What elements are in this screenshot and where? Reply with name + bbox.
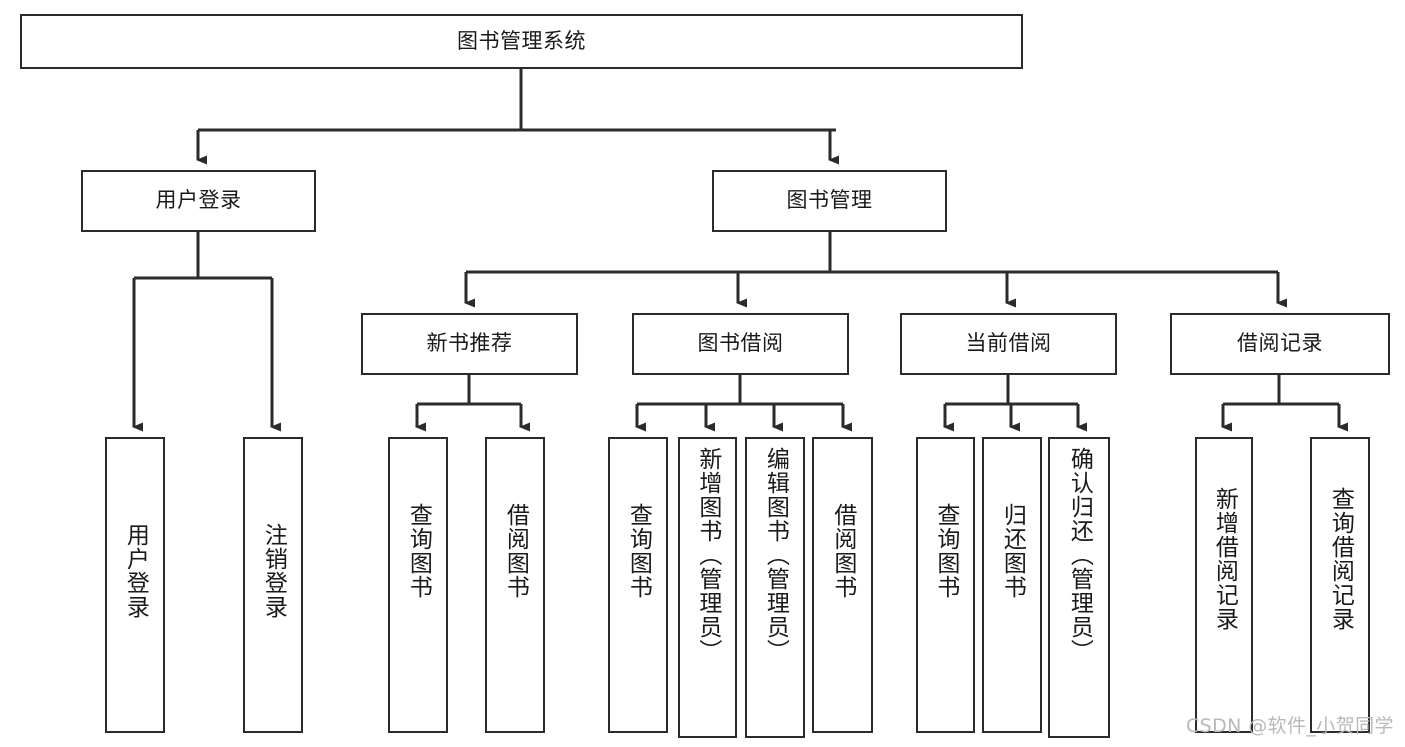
- node-label: 查询图书: [932, 503, 959, 599]
- node-label: 确认归还（管理员）: [1066, 447, 1093, 663]
- node-leaf-return-book[interactable]: 归还图书: [982, 437, 1042, 733]
- node-label: 借阅图书: [502, 503, 529, 599]
- node-leaf-borrow-book-1[interactable]: 借阅图书: [485, 437, 545, 733]
- node-label: 查询图书: [405, 503, 432, 599]
- node-current-borrow[interactable]: 当前借阅: [900, 313, 1117, 375]
- node-label: 新增借阅记录: [1211, 487, 1238, 631]
- node-leaf-confirm-return-admin[interactable]: 确认归还（管理员）: [1048, 437, 1110, 738]
- node-leaf-edit-book-admin[interactable]: 编辑图书（管理员）: [745, 437, 805, 738]
- csdn-watermark: CSDN @软件_小贺同学: [1186, 715, 1394, 737]
- node-leaf-add-book-admin[interactable]: 新增图书（管理员）: [678, 437, 737, 738]
- node-label: 图书管理: [786, 188, 873, 213]
- node-label: 查询借阅记录: [1327, 487, 1354, 631]
- node-label: 新增图书（管理员）: [694, 447, 721, 663]
- node-label: 查询图书: [625, 503, 652, 599]
- node-leaf-user-login[interactable]: 用户登录: [105, 437, 165, 733]
- node-leaf-logout-login[interactable]: 注销登录: [243, 437, 303, 733]
- node-label: 用户登录: [155, 188, 242, 213]
- node-leaf-query-borrow-record[interactable]: 查询借阅记录: [1310, 437, 1370, 733]
- node-user-login[interactable]: 用户登录: [81, 170, 316, 232]
- node-label: 注销登录: [260, 523, 287, 619]
- node-label: 当前借阅: [965, 331, 1052, 356]
- node-label: 图书借阅: [697, 331, 784, 356]
- node-label: 编辑图书（管理员）: [762, 447, 789, 663]
- node-book-borrow[interactable]: 图书借阅: [632, 313, 849, 375]
- node-borrow-record[interactable]: 借阅记录: [1170, 313, 1390, 375]
- node-leaf-add-borrow-record[interactable]: 新增借阅记录: [1195, 437, 1253, 733]
- node-leaf-borrow-book-2[interactable]: 借阅图书: [812, 437, 873, 733]
- node-label: 新书推荐: [426, 331, 513, 356]
- node-label: 归还图书: [999, 503, 1026, 599]
- node-book-management[interactable]: 图书管理: [712, 170, 947, 232]
- node-leaf-query-book-2[interactable]: 查询图书: [608, 437, 668, 733]
- node-leaf-query-book-1[interactable]: 查询图书: [388, 437, 448, 733]
- node-label: 图书管理系统: [457, 28, 586, 53]
- node-new-book-recommend[interactable]: 新书推荐: [361, 313, 578, 375]
- node-leaf-query-book-3[interactable]: 查询图书: [916, 437, 975, 733]
- node-root-book-management-system[interactable]: 图书管理系统: [20, 14, 1023, 69]
- node-label: 用户登录: [122, 523, 149, 619]
- node-label: 借阅记录: [1237, 331, 1323, 356]
- node-label: 借阅图书: [829, 503, 856, 599]
